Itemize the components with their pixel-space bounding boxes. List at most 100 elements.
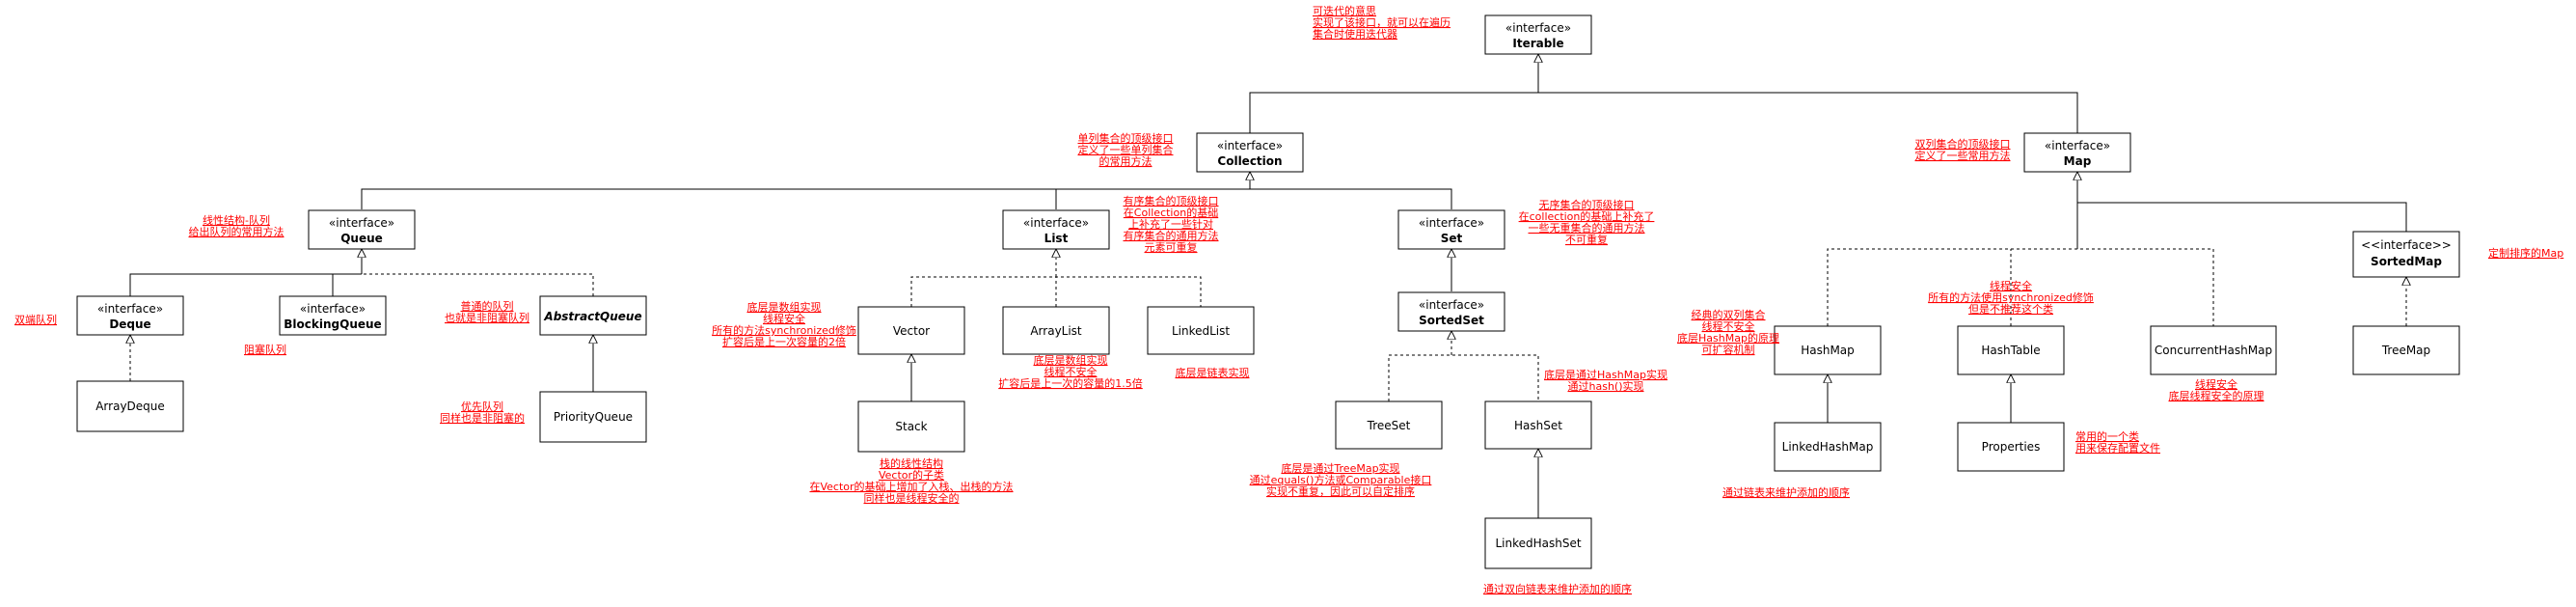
note-line: 优先队列 bbox=[461, 400, 503, 413]
note-line: 给出队列的常用方法 bbox=[189, 225, 285, 238]
note-line: 集合时使用迭代器 bbox=[1313, 27, 1397, 41]
node-name: Collection bbox=[1217, 154, 1282, 168]
note-line: 底层是链表实现 bbox=[1176, 366, 1250, 379]
node-linkedhashset[interactable]: LinkedHashSet bbox=[1484, 517, 1592, 569]
node-linkedhashmap[interactable]: LinkedHashMap bbox=[1774, 422, 1882, 472]
note-line: 上补充了一些针对 bbox=[1128, 217, 1213, 231]
note-properties: 常用的一个类用来保存配置文件 bbox=[2075, 429, 2160, 455]
node-deque[interactable]: «interface» Deque bbox=[76, 295, 184, 336]
note-line: 同样也是非阻塞的 bbox=[440, 411, 525, 425]
node-stereotype: «interface» bbox=[97, 302, 163, 316]
node-name: SortedMap bbox=[2371, 255, 2442, 268]
note-line: 无序集合的顶级接口 bbox=[1539, 198, 1635, 211]
note-sortedmap: 定制排序的Map bbox=[2488, 246, 2563, 260]
note-line: 的常用方法 bbox=[1099, 154, 1152, 168]
note-line: 线程安全 bbox=[1990, 279, 2032, 292]
node-stereotype: «interface» bbox=[329, 216, 394, 230]
note-hashtable: 线程安全所有的方法使用synchronized修饰但是不推荐这个类 bbox=[1928, 279, 2094, 316]
note-line: 线程安全 bbox=[763, 312, 805, 325]
note-line: 扩容后是上一次的容量的1.5倍 bbox=[998, 376, 1143, 390]
node-name: Queue bbox=[340, 232, 383, 245]
node-iterable[interactable]: «interface» Iterable bbox=[1484, 14, 1592, 55]
note-line: 可扩容机制 bbox=[1702, 343, 1755, 356]
note-line: 线程不安全 bbox=[1044, 365, 1098, 378]
node-sortedmap[interactable]: <<interface>> SortedMap bbox=[2352, 231, 2460, 278]
node-arraylist[interactable]: ArrayList bbox=[1002, 306, 1110, 355]
note-line: 但是不推荐这个类 bbox=[1968, 302, 2053, 316]
note-line: 定制排序的Map bbox=[2488, 246, 2563, 260]
note-line: 在collection的基础上补充了 bbox=[1519, 209, 1655, 223]
node-name: ArrayDeque bbox=[95, 400, 165, 413]
note-line: 一些无重集合的通用方法 bbox=[1529, 221, 1645, 235]
note-hashset: 底层是通过HashMap实现通过hash()实现 bbox=[1544, 368, 1668, 393]
node-name: Set bbox=[1441, 232, 1463, 245]
node-name: SortedSet bbox=[1419, 314, 1484, 327]
note-line: 线程安全 bbox=[2195, 377, 2237, 391]
node-list[interactable]: «interface» List bbox=[1002, 209, 1110, 250]
note-linkedlist: 底层是链表实现 bbox=[1176, 366, 1250, 379]
edge-treeset-sortedset bbox=[1388, 354, 1539, 401]
note-line: 底层HashMap的原理 bbox=[1677, 331, 1779, 345]
note-line: Vector的子类 bbox=[879, 468, 944, 482]
note-deque: 双端队列 bbox=[14, 313, 57, 326]
node-stereotype: «interface» bbox=[1419, 216, 1484, 230]
note-line: 经典的双列集合 bbox=[1692, 308, 1766, 321]
note-line: 在Collection的基础 bbox=[1124, 206, 1218, 219]
note-line: 有序集合的顶级接口 bbox=[1124, 194, 1219, 207]
note-line: 线性结构-队列 bbox=[203, 213, 270, 227]
note-line: 单列集合的顶级接口 bbox=[1078, 131, 1174, 145]
node-stack[interactable]: Stack bbox=[857, 400, 965, 453]
note-line: 底层是数组实现 bbox=[1034, 353, 1108, 367]
node-treemap[interactable]: TreeMap bbox=[2352, 325, 2460, 375]
node-arraydeque[interactable]: ArrayDeque bbox=[76, 380, 184, 432]
node-name: ArrayList bbox=[1030, 324, 1082, 338]
note-abstractqueue: 普通的队列也就是非阻塞队列 bbox=[445, 299, 529, 324]
node-concurrenthashmap[interactable]: ConcurrentHashMap bbox=[2150, 325, 2277, 375]
node-name: List bbox=[1044, 232, 1069, 245]
node-hashtable[interactable]: HashTable bbox=[1957, 325, 2065, 375]
node-treeset[interactable]: TreeSet bbox=[1335, 400, 1443, 450]
edge-sortedmap-map bbox=[2077, 202, 2407, 232]
node-hashset[interactable]: HashSet bbox=[1484, 400, 1592, 450]
node-name: PriorityQueue bbox=[554, 410, 633, 424]
node-map[interactable]: «interface» Map bbox=[2023, 132, 2131, 173]
note-line: 同样也是线程安全的 bbox=[864, 491, 960, 505]
nodes: «interface» Iterable «interface» Collect… bbox=[76, 14, 2460, 569]
edges bbox=[130, 54, 2406, 518]
node-stereotype: «interface» bbox=[1023, 216, 1089, 230]
note-line: 元素可重复 bbox=[1145, 240, 1198, 254]
node-abstractqueue[interactable]: AbstractQueue bbox=[539, 295, 647, 336]
note-line: 可迭代的意思 bbox=[1313, 4, 1376, 17]
note-hashmap: 经典的双列集合线程不安全底层HashMap的原理可扩容机制 bbox=[1677, 308, 1779, 356]
node-blockingqueue[interactable]: «interface» BlockingQueue bbox=[279, 295, 387, 336]
node-name: LinkedList bbox=[1172, 324, 1230, 338]
node-sortedset[interactable]: «interface» SortedSet bbox=[1397, 291, 1505, 332]
note-line: 通过equals()方法或Comparable接口 bbox=[1250, 473, 1432, 486]
node-set[interactable]: «interface» Set bbox=[1397, 209, 1505, 250]
note-line: 实现不重复，因此可以自定排序 bbox=[1266, 484, 1415, 498]
note-line: 底层是通过TreeMap实现 bbox=[1281, 461, 1399, 475]
note-line: 实现了该接口，就可以在遍历 bbox=[1313, 15, 1451, 29]
edge-collection-iterable bbox=[1249, 92, 1538, 133]
node-vector[interactable]: Vector bbox=[857, 306, 965, 355]
node-hashmap[interactable]: HashMap bbox=[1774, 325, 1882, 375]
note-linkedhashmap: 通过链表来维护添加的顺序 bbox=[1722, 485, 1850, 499]
note-arraylist: 底层是数组实现线程不安全扩容后是上一次的容量的1.5倍 bbox=[998, 353, 1143, 390]
note-line: 底层是通过HashMap实现 bbox=[1544, 368, 1668, 381]
node-name: ConcurrentHashMap bbox=[2155, 344, 2272, 357]
node-priorityqueue[interactable]: PriorityQueue bbox=[539, 391, 647, 443]
node-name: TreeMap bbox=[2381, 344, 2430, 357]
note-line: 底层是数组实现 bbox=[747, 300, 822, 314]
note-treeset: 底层是通过TreeMap实现通过equals()方法或Comparable接口实… bbox=[1250, 461, 1432, 498]
note-linkedhashset: 通过双向链表来维护添加的顺序 bbox=[1483, 582, 1632, 595]
node-properties[interactable]: Properties bbox=[1957, 422, 2065, 472]
node-linkedlist[interactable]: LinkedList bbox=[1147, 306, 1255, 355]
note-queue: 线性结构-队列给出队列的常用方法 bbox=[189, 213, 285, 238]
node-queue[interactable]: «interface» Queue bbox=[308, 209, 416, 250]
node-collection[interactable]: «interface» Collection bbox=[1196, 132, 1304, 173]
edge-set-collection bbox=[1250, 188, 1452, 209]
node-name: Map bbox=[2064, 154, 2092, 168]
node-stereotype: «interface» bbox=[2045, 139, 2110, 152]
